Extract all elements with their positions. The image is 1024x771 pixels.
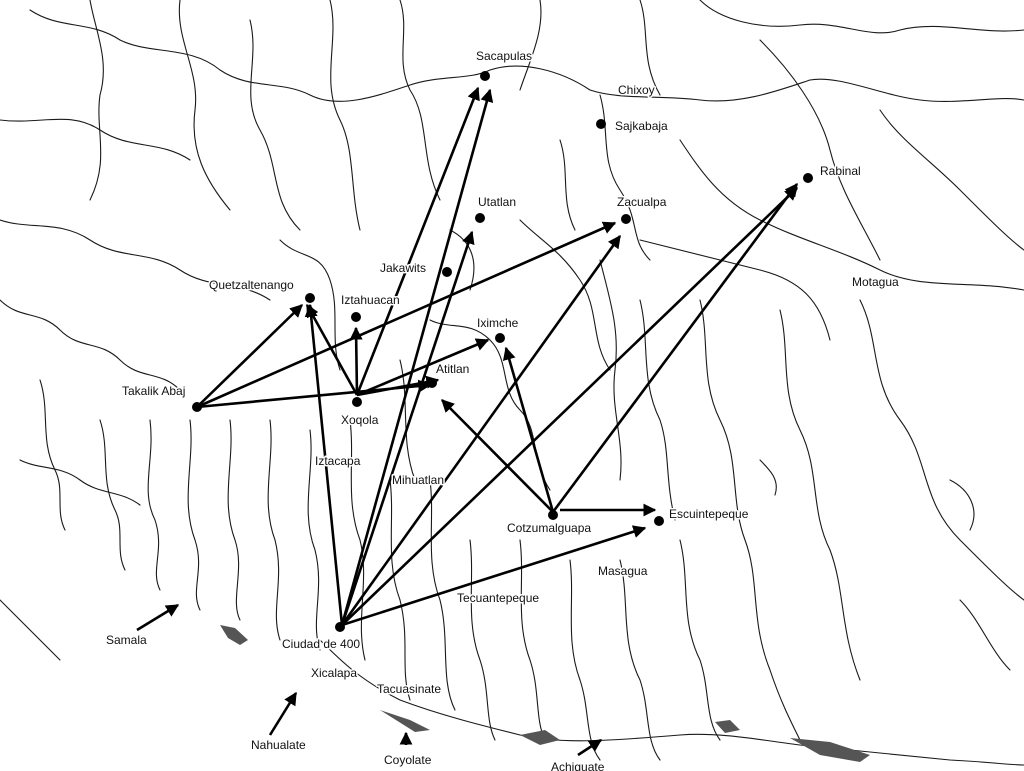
- label-quetzaltenango: Quetzaltenango: [209, 278, 294, 292]
- route-arrow: [340, 88, 494, 626]
- route-arrow: [356, 375, 440, 397]
- site-marker-ciudad-de-400: [335, 622, 345, 632]
- route-arrow: [136, 603, 180, 632]
- route-arrow: [349, 326, 363, 396]
- label-iztahuacan: Iztahuacan: [341, 293, 400, 307]
- label-zacualpa: Zacualpa: [617, 195, 667, 209]
- label-nahualate: Nahualate: [251, 738, 306, 752]
- route-arrow: [341, 525, 647, 627]
- label-xoqola: Xoqola: [341, 413, 379, 427]
- route-arrow: [441, 399, 554, 513]
- label-escuintepeque: Escuintepeque: [669, 507, 749, 521]
- label-mihuatlan: Mihuatlan: [392, 473, 444, 487]
- label-ciudad-de-400: Ciudad de 400: [282, 637, 360, 651]
- route-arrow: [305, 303, 359, 396]
- label-chixoy: Chixoy: [618, 83, 655, 97]
- label-xicalapa: Xicalapa: [311, 666, 357, 680]
- route-arrow: [356, 338, 490, 397]
- label-tacuasinate: Tacuasinate: [377, 682, 441, 696]
- route-arrow: [340, 234, 622, 626]
- site-marker-escuintepeque: [654, 516, 664, 526]
- coastline: [220, 625, 870, 762]
- site-marker-sajkabaja: [596, 119, 606, 129]
- site-markers: [192, 71, 813, 632]
- route-arrow: [502, 346, 555, 513]
- site-marker-xoqola: [352, 397, 362, 407]
- label-sacapulas: Sacapulas: [476, 49, 532, 63]
- label-masagua: Masagua: [598, 564, 648, 578]
- label-tecuantepeque: Tecuantepeque: [457, 591, 539, 605]
- site-marker-quetzaltenango: [305, 293, 315, 303]
- route-arrow: [268, 691, 298, 736]
- route-arrows: [136, 86, 799, 757]
- site-labels: Sacapulas Chixoy Sajkabaja Rabinal Utatl…: [105, 48, 901, 771]
- site-marker-rabinal: [803, 173, 813, 183]
- site-marker-iximche: [495, 333, 505, 343]
- route-arrow: [196, 304, 303, 408]
- route-arrow: [304, 303, 344, 626]
- label-cotzumalguapa: Cotzumalguapa: [507, 521, 591, 535]
- site-marker-takalik-abaj: [192, 402, 202, 412]
- label-iztacapa: Iztacapa: [315, 454, 361, 468]
- site-marker-atitlan: [427, 378, 437, 388]
- route-arrow: [340, 230, 475, 626]
- label-samala: Samala: [106, 633, 147, 647]
- route-arrow: [341, 187, 798, 626]
- route-arrow: [551, 182, 799, 513]
- site-marker-utatlan: [475, 213, 485, 223]
- label-coyolate: Coyolate: [384, 753, 432, 767]
- route-arrow: [196, 221, 617, 409]
- label-iximche: Iximche: [477, 316, 519, 330]
- site-marker-cotzumalguapa: [548, 510, 558, 520]
- site-marker-jakawits: [442, 267, 452, 277]
- label-utatlan: Utatlan: [478, 195, 516, 209]
- site-marker-iztahuacan: [351, 312, 361, 322]
- label-jakawits: Jakawits: [380, 261, 426, 275]
- label-atitlan: Atitlan: [436, 362, 469, 376]
- label-motagua: Motagua: [852, 275, 899, 289]
- route-arrow: [577, 738, 603, 757]
- label-rabinal: Rabinal: [820, 164, 861, 178]
- label-achiguate: Achiguate: [551, 760, 605, 771]
- label-takalik-abaj: Takalik Abaj: [122, 384, 185, 398]
- site-marker-zacualpa: [621, 214, 631, 224]
- site-marker-sacapulas: [480, 71, 490, 81]
- label-sajkabaja: Sajkabaja: [615, 119, 668, 133]
- route-arrow: [355, 86, 480, 396]
